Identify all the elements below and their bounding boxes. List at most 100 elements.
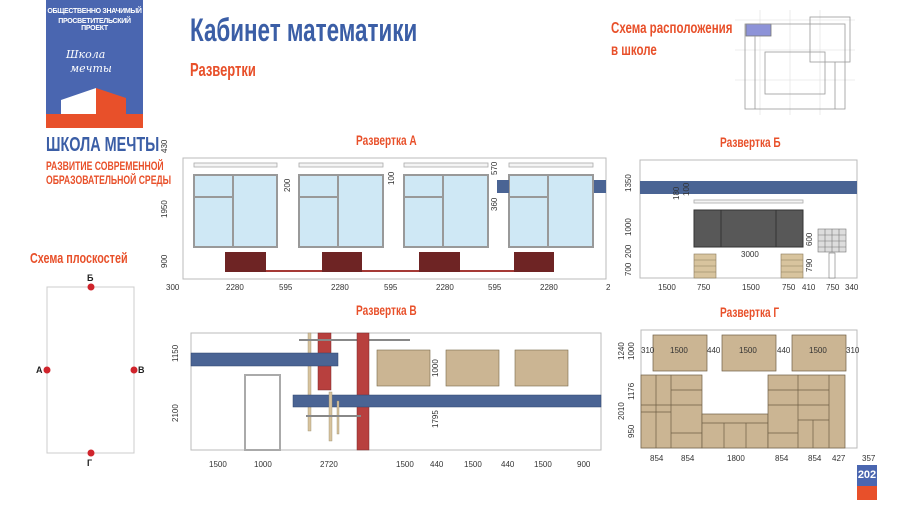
- school-floor-plan: [735, 10, 855, 115]
- page-number-badge: 202: [857, 465, 877, 500]
- dimension-label: 1500: [809, 346, 827, 355]
- dimension-label: 1800: [727, 454, 745, 463]
- dimension-label: 750: [782, 283, 796, 292]
- dimension-label: 900: [577, 460, 591, 469]
- dimension-label: 440: [707, 346, 721, 355]
- dimension-label: 2280: [331, 283, 349, 292]
- point-a-label: А: [36, 365, 43, 375]
- dimension-label: 2280: [226, 283, 244, 292]
- point-b: [87, 283, 95, 291]
- dimension-label: 1500: [742, 283, 760, 292]
- point-g-label: Г: [87, 458, 92, 468]
- dimension-label: 430: [160, 139, 169, 153]
- dimension-label: 1000: [624, 218, 633, 236]
- dimension-label: 854: [681, 454, 695, 463]
- logo-script-2: мечты: [70, 62, 112, 75]
- elevation-b: 1500 750 1500 750 410 750 340 1350 1000 …: [624, 159, 859, 292]
- dimension-label: 1000: [627, 342, 636, 360]
- location-label-2: в школе: [611, 42, 657, 59]
- page-subtitle: Развертки: [190, 60, 256, 80]
- dimension-label: 854: [775, 454, 789, 463]
- elevation-a: 300 2280 595 2280 595 2280 595 2280 2 43…: [160, 139, 611, 292]
- dimension-label: 2100: [171, 404, 180, 422]
- page-number: 202: [857, 465, 877, 486]
- page-title: Кабинет математики: [190, 12, 418, 48]
- point-g: [87, 449, 95, 457]
- dimension-label: 1795: [431, 410, 440, 428]
- dimension-label: 200: [624, 244, 633, 258]
- dimension-label: 1240: [617, 342, 626, 360]
- dimension-label: 200: [283, 178, 292, 192]
- point-a: [43, 366, 51, 374]
- plane-scheme: Б А В Г: [36, 273, 145, 468]
- dimension-label: 357: [862, 454, 876, 463]
- display-stand: [817, 228, 847, 279]
- elevation-g-title: Развертка Г: [720, 304, 780, 320]
- point-v: [130, 366, 138, 374]
- dimension-label: 854: [650, 454, 664, 463]
- elevation-b-title: Развертка Б: [720, 134, 781, 150]
- dimension-label: 900: [160, 254, 169, 268]
- dimension-label: 2720: [320, 460, 338, 469]
- logo-top-line-2: ПРОСВЕТИТЕЛЬСКИЙ ПРОЕКТ: [58, 18, 131, 32]
- dimension-label: 2010: [617, 402, 626, 420]
- dimension-label: 100: [682, 182, 691, 196]
- dimension-label: 600: [805, 232, 814, 246]
- elevation-v-title: Развертка В: [356, 302, 417, 318]
- dimension-label: 427: [832, 454, 846, 463]
- door: [244, 374, 281, 451]
- dimension-label: 595: [384, 283, 398, 292]
- dimension-label: 180: [672, 186, 681, 200]
- dimension-label: 440: [501, 460, 515, 469]
- dimension-label: 3000: [741, 250, 759, 259]
- logo-script-1: Школа: [66, 48, 106, 61]
- cabinets: [640, 334, 847, 449]
- dimension-label: 300: [166, 283, 180, 292]
- radiators: [225, 252, 554, 272]
- dimension-label: 440: [777, 346, 791, 355]
- wall-panels: [376, 349, 569, 387]
- dimension-label: 790: [805, 258, 814, 272]
- logo-top-line-1: ОБЩЕСТВЕННО ЗНАЧИМЫЙ: [47, 8, 142, 15]
- elevation-g: 310 1500 440 1500 440 1500 310 854 854 1…: [617, 329, 876, 463]
- dimension-label: 595: [279, 283, 293, 292]
- dimension-label: 310: [641, 346, 655, 355]
- brand-sub-2: ОБРАЗОВАТЕЛЬНОЙ СРЕДЫ: [46, 173, 172, 187]
- dimension-label: 100: [387, 171, 396, 185]
- dimension-label: 1500: [209, 460, 227, 469]
- desks: [693, 253, 804, 279]
- classroom-highlight: [745, 23, 772, 37]
- dimension-label: 2: [606, 283, 611, 292]
- dimension-label: 854: [808, 454, 822, 463]
- project-logo: ОБЩЕСТВЕННО ЗНАЧИМЫЙ ПРОСВЕТИТЕЛЬСКИЙ ПР…: [46, 0, 143, 128]
- location-label-1: Схема расположения: [611, 20, 733, 37]
- logo-house-icon: [61, 88, 126, 116]
- dimension-label: 310: [846, 346, 860, 355]
- elevation-a-title: Развертка А: [356, 132, 417, 148]
- dimension-label: 1500: [464, 460, 482, 469]
- chalkboard: [693, 209, 804, 248]
- dimension-label: 1000: [431, 359, 440, 377]
- point-v-label: В: [138, 365, 145, 375]
- dimension-label: 595: [488, 283, 502, 292]
- dimension-label: 1350: [624, 174, 633, 192]
- dimension-label: 360: [490, 197, 499, 211]
- windows: [193, 174, 594, 248]
- dimension-label: 1000: [254, 460, 272, 469]
- dimension-label: 1500: [670, 346, 688, 355]
- dimension-label: 950: [627, 424, 636, 438]
- dimension-label: 1500: [396, 460, 414, 469]
- dimension-label: 2280: [540, 283, 558, 292]
- dimension-label: 440: [430, 460, 444, 469]
- dimension-label: 1500: [658, 283, 676, 292]
- plane-scheme-title: Схема плоскостей: [30, 250, 128, 267]
- dimension-label: 1950: [160, 200, 169, 218]
- dimension-label: 1176: [627, 382, 636, 400]
- point-b-label: Б: [87, 273, 94, 283]
- dimension-label: 1150: [171, 344, 180, 362]
- dimension-label: 750: [697, 283, 711, 292]
- dimension-label: 340: [845, 283, 859, 292]
- elevation-v: 1500 1000 2720 1500 440 1500 440 1500 90…: [171, 332, 602, 469]
- brand-sub-1: РАЗВИТИЕ СОВРЕМЕННОЙ: [46, 159, 164, 173]
